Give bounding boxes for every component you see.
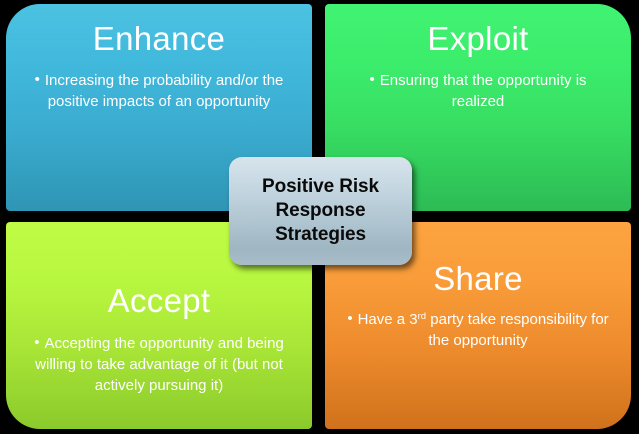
center-title-line-3: Strategies [275, 224, 366, 246]
quadrant-accept-bullets: •Accepting the opportunity and being wil… [20, 333, 298, 397]
bullet-text-prefix: Have a 3 [357, 310, 418, 328]
list-item: •Have a 3rd party take responsibility fo… [339, 309, 617, 352]
quadrant-enhance-bullets: •Increasing the probability and/or the p… [20, 70, 298, 113]
bullet-text-suffix: party take responsibility for the opport… [426, 310, 609, 349]
quadrant-enhance: Enhance •Increasing the probability and/… [6, 4, 312, 211]
list-item: •Increasing the probability and/or the p… [20, 70, 298, 113]
bullet-dot-icon: • [369, 70, 375, 88]
quadrant-exploit: Exploit •Ensuring that the opportunity i… [325, 4, 631, 211]
bullet-text: Ensuring that the opportunity is realize… [379, 71, 587, 110]
quadrant-exploit-title: Exploit [427, 20, 529, 57]
bullet-dot-icon: • [347, 309, 353, 327]
bullet-text: Accepting the opportunity and being will… [35, 334, 284, 395]
list-item: •Ensuring that the opportunity is realiz… [339, 70, 617, 113]
quadrant-exploit-bullets: •Ensuring that the opportunity is realiz… [339, 70, 617, 113]
quadrant-share-bullets: •Have a 3rd party take responsibility fo… [339, 309, 617, 352]
bullet-text: Increasing the probability and/or the po… [44, 71, 284, 110]
center-title-line-1: Positive Risk [262, 175, 379, 197]
quadrant-share-title: Share [433, 260, 523, 297]
center-title-line-2: Response [275, 199, 366, 221]
quadrant-accept-title: Accept [107, 282, 211, 319]
quadrant-enhance-title: Enhance [92, 20, 226, 57]
center-callout-positive-risk-response-strategies: Positive Risk Response Strategies [229, 157, 412, 265]
list-item: •Accepting the opportunity and being wil… [20, 333, 298, 397]
bullet-dot-icon: • [34, 333, 40, 351]
bullet-text-superscript: rd [417, 310, 427, 322]
bullet-dot-icon: • [34, 70, 40, 88]
